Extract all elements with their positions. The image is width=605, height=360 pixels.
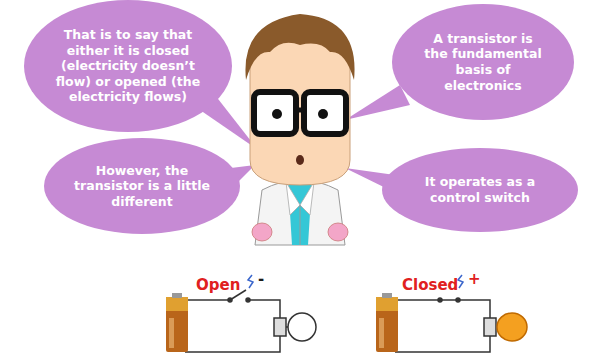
switch-label: + <box>468 270 481 288</box>
battery <box>166 293 188 352</box>
speech-bubble: That is to say that either it is closed … <box>24 0 232 132</box>
switch-label: Closed <box>402 276 458 294</box>
closed-circuit <box>395 275 527 352</box>
bubble-text: However, the transistor is a little diff… <box>72 163 212 210</box>
bubble-text: It operates as a control switch <box>409 174 551 205</box>
speech-bubble: A transistor is the fundamental basis of… <box>392 4 574 120</box>
bubble-text: A transistor is the fundamental basis of… <box>420 31 546 94</box>
open-circuit <box>185 275 316 352</box>
scientist <box>245 14 354 245</box>
speech-bubble: However, the transistor is a little diff… <box>44 138 240 234</box>
speech-bubble: It operates as a control switch <box>382 148 578 232</box>
battery <box>376 293 398 352</box>
switch-label: - <box>258 270 264 288</box>
switch-label: Open <box>196 276 240 294</box>
bubble-text: That is to say that either it is closed … <box>53 27 203 105</box>
